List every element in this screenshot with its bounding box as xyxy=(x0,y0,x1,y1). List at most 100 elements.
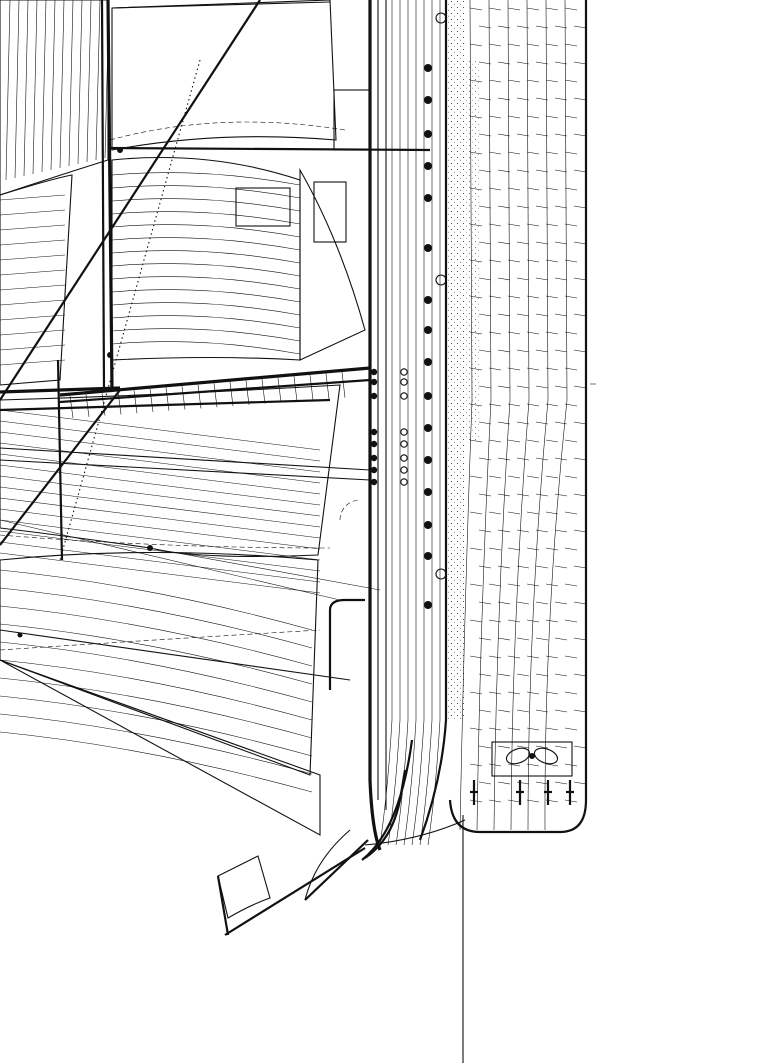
plate-butt xyxy=(469,187,483,191)
plate-butt xyxy=(469,619,483,623)
plate-butt xyxy=(469,259,483,263)
plate-butt xyxy=(488,763,502,767)
foot-rope xyxy=(341,372,346,398)
plate-butt xyxy=(488,43,502,47)
plate-butt xyxy=(545,583,559,587)
foot-rope xyxy=(117,391,122,415)
plate-butt xyxy=(554,97,568,101)
plate-butt xyxy=(573,97,587,101)
plate-butt xyxy=(535,601,549,605)
hull-strake xyxy=(379,0,393,846)
sail-seam xyxy=(0,508,321,550)
plate-butt xyxy=(535,313,549,317)
plate-butt xyxy=(573,133,587,137)
brace-1 xyxy=(0,629,351,681)
scupper xyxy=(435,12,447,24)
main-yard-arm xyxy=(59,366,371,397)
plate-butt xyxy=(469,511,483,515)
plate-butt xyxy=(564,475,578,479)
plate-butt xyxy=(497,25,511,29)
plate-butt xyxy=(526,691,540,695)
belaying-pin xyxy=(370,440,378,448)
plate-butt xyxy=(526,547,540,551)
plate-butt xyxy=(516,565,530,569)
sail-seam xyxy=(0,239,66,246)
plate-butt xyxy=(535,529,549,533)
plate-butt xyxy=(488,295,502,299)
plate-butt xyxy=(573,745,587,749)
plate-butt xyxy=(573,349,587,353)
sail-seam xyxy=(0,552,321,594)
plate-butt xyxy=(507,295,521,299)
plate-butt xyxy=(564,511,578,515)
martingale xyxy=(304,829,351,901)
bowsprit xyxy=(304,839,369,901)
plate-butt xyxy=(573,385,587,389)
plate-butt xyxy=(535,673,549,677)
sail-seam xyxy=(0,453,321,495)
plate-butt xyxy=(516,169,530,173)
sail-seam xyxy=(0,475,321,517)
belaying-pin xyxy=(400,378,408,386)
sail-seam xyxy=(111,224,301,238)
plate-butt xyxy=(478,133,492,137)
plate-butt xyxy=(545,115,559,119)
sail-seam xyxy=(0,420,321,462)
foot-rope xyxy=(101,393,106,416)
belaying-pin xyxy=(370,392,378,400)
plate-butt xyxy=(478,709,492,713)
plate-butt xyxy=(554,133,568,137)
sail-seam xyxy=(111,328,301,342)
plate-butt xyxy=(545,331,559,335)
plate-butt xyxy=(545,439,559,443)
plate-butt xyxy=(526,439,540,443)
chart-house xyxy=(333,89,371,151)
plate-butt xyxy=(488,187,502,191)
plate-butt xyxy=(488,223,502,227)
plate-butt xyxy=(478,745,492,749)
block-2 xyxy=(107,352,113,358)
sheet-line xyxy=(149,547,381,591)
belaying-pin xyxy=(400,428,408,436)
plate-butt xyxy=(554,529,568,533)
plate-butt xyxy=(507,439,521,443)
plate-butt xyxy=(545,691,559,695)
port-hole xyxy=(424,392,432,400)
plate-butt xyxy=(488,691,502,695)
royal-yard xyxy=(111,1,331,9)
scupper xyxy=(435,568,447,580)
plate-butt xyxy=(535,205,549,209)
plate-butt xyxy=(545,259,559,263)
plate-butt xyxy=(573,421,587,425)
plate-butt xyxy=(507,763,521,767)
foot-rope xyxy=(261,379,266,404)
hull-side xyxy=(361,0,448,861)
plate-butt xyxy=(516,313,530,317)
plate-butt xyxy=(488,547,502,551)
plate-butt xyxy=(488,7,502,11)
foot-rope xyxy=(277,377,282,403)
plate-butt xyxy=(554,673,568,677)
sail-seam xyxy=(111,250,301,264)
plate-butt xyxy=(535,241,549,245)
sail-seam xyxy=(0,641,313,703)
plate-butt xyxy=(469,691,483,695)
plate-butt xyxy=(507,331,521,335)
plate-butt xyxy=(554,25,568,29)
belaying-pin xyxy=(400,392,408,400)
plate-butt xyxy=(488,799,502,803)
plate-butt xyxy=(573,457,587,461)
plate-butt xyxy=(535,169,549,173)
plate-butt xyxy=(488,511,502,515)
plate-butt xyxy=(497,349,511,353)
sail-seam xyxy=(0,605,313,667)
plate-butt xyxy=(564,223,578,227)
sail-seam xyxy=(111,289,301,303)
plate-butt xyxy=(573,313,587,317)
foot-rope xyxy=(165,387,170,411)
sail-seam xyxy=(5,0,11,181)
foot-rope xyxy=(325,373,330,399)
plate-butt xyxy=(573,529,587,533)
plate-butt xyxy=(469,223,483,227)
lower-yard xyxy=(0,398,331,412)
